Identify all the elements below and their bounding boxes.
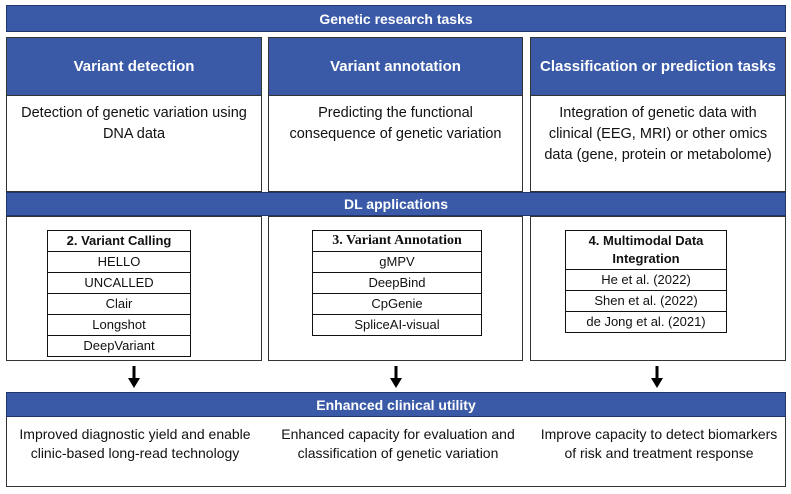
tool-row: SpliceAI-visual [354,317,440,332]
dl-applications-header: DL applications [6,192,786,216]
task-title: Variant annotation [269,38,522,96]
application-panel-variant-calling: 2. Variant Calling HELLO UNCALLED Clair … [6,216,262,361]
tool-row: DeepVariant [83,338,155,353]
tool-table-multimodal: 4. Multimodal Data Integration He et al.… [565,230,727,333]
tool-row: de Jong et al. (2021) [586,314,706,329]
task-panel-variant-detection: Variant detection Detection of genetic v… [6,37,262,192]
tool-table-title: 3. Variant Annotation [313,231,481,252]
arrow-down-icon [651,366,663,388]
task-panel-classification: Classification or prediction tasks Integ… [530,37,786,192]
outcomes-row: Improved diagnostic yield and enable cli… [6,417,786,487]
task-description: Predicting the functional consequence of… [289,105,502,142]
tool-row: Longshot [48,315,190,336]
outcome-variant-annotation: Enhanced capacity for evaluation and cla… [281,426,515,461]
task-panel-variant-annotation: Variant annotation Predicting the functi… [268,37,523,192]
enhanced-clinical-utility-header: Enhanced clinical utility [6,392,786,417]
tool-table-title: 4. Multimodal Data Integration [566,231,726,270]
tool-table-variant-annotation: 3. Variant Annotation gMPV DeepBind CpGe… [312,230,482,336]
outcome-variant-calling: Improved diagnostic yield and enable cli… [19,426,251,461]
task-title: Classification or prediction tasks [531,38,785,96]
tool-row: Clair [48,294,190,315]
tool-row: DeepBind [313,273,481,294]
arrow-down-icon [128,366,140,388]
tool-row: He et al. (2022) [566,270,726,291]
task-description: Detection of genetic variation using DNA… [21,105,247,142]
tool-row: Shen et al. (2022) [566,291,726,312]
task-title: Variant detection [7,38,261,96]
tool-row: CpGenie [313,294,481,315]
application-panel-variant-annotation: 3. Variant Annotation gMPV DeepBind CpGe… [268,216,523,361]
tool-row: gMPV [313,252,481,273]
task-description: Integration of genetic data with clinica… [544,105,772,163]
tool-row: HELLO [48,252,190,273]
outcome-multimodal: Improve capacity to detect biomarkers of… [540,426,778,461]
tool-row: UNCALLED [48,273,190,294]
tool-table-title: 2. Variant Calling [48,231,190,252]
genetic-research-tasks-header: Genetic research tasks [6,5,786,32]
application-panel-multimodal: 4. Multimodal Data Integration He et al.… [530,216,786,361]
arrow-down-icon [390,366,402,388]
tool-table-variant-calling: 2. Variant Calling HELLO UNCALLED Clair … [47,230,191,357]
